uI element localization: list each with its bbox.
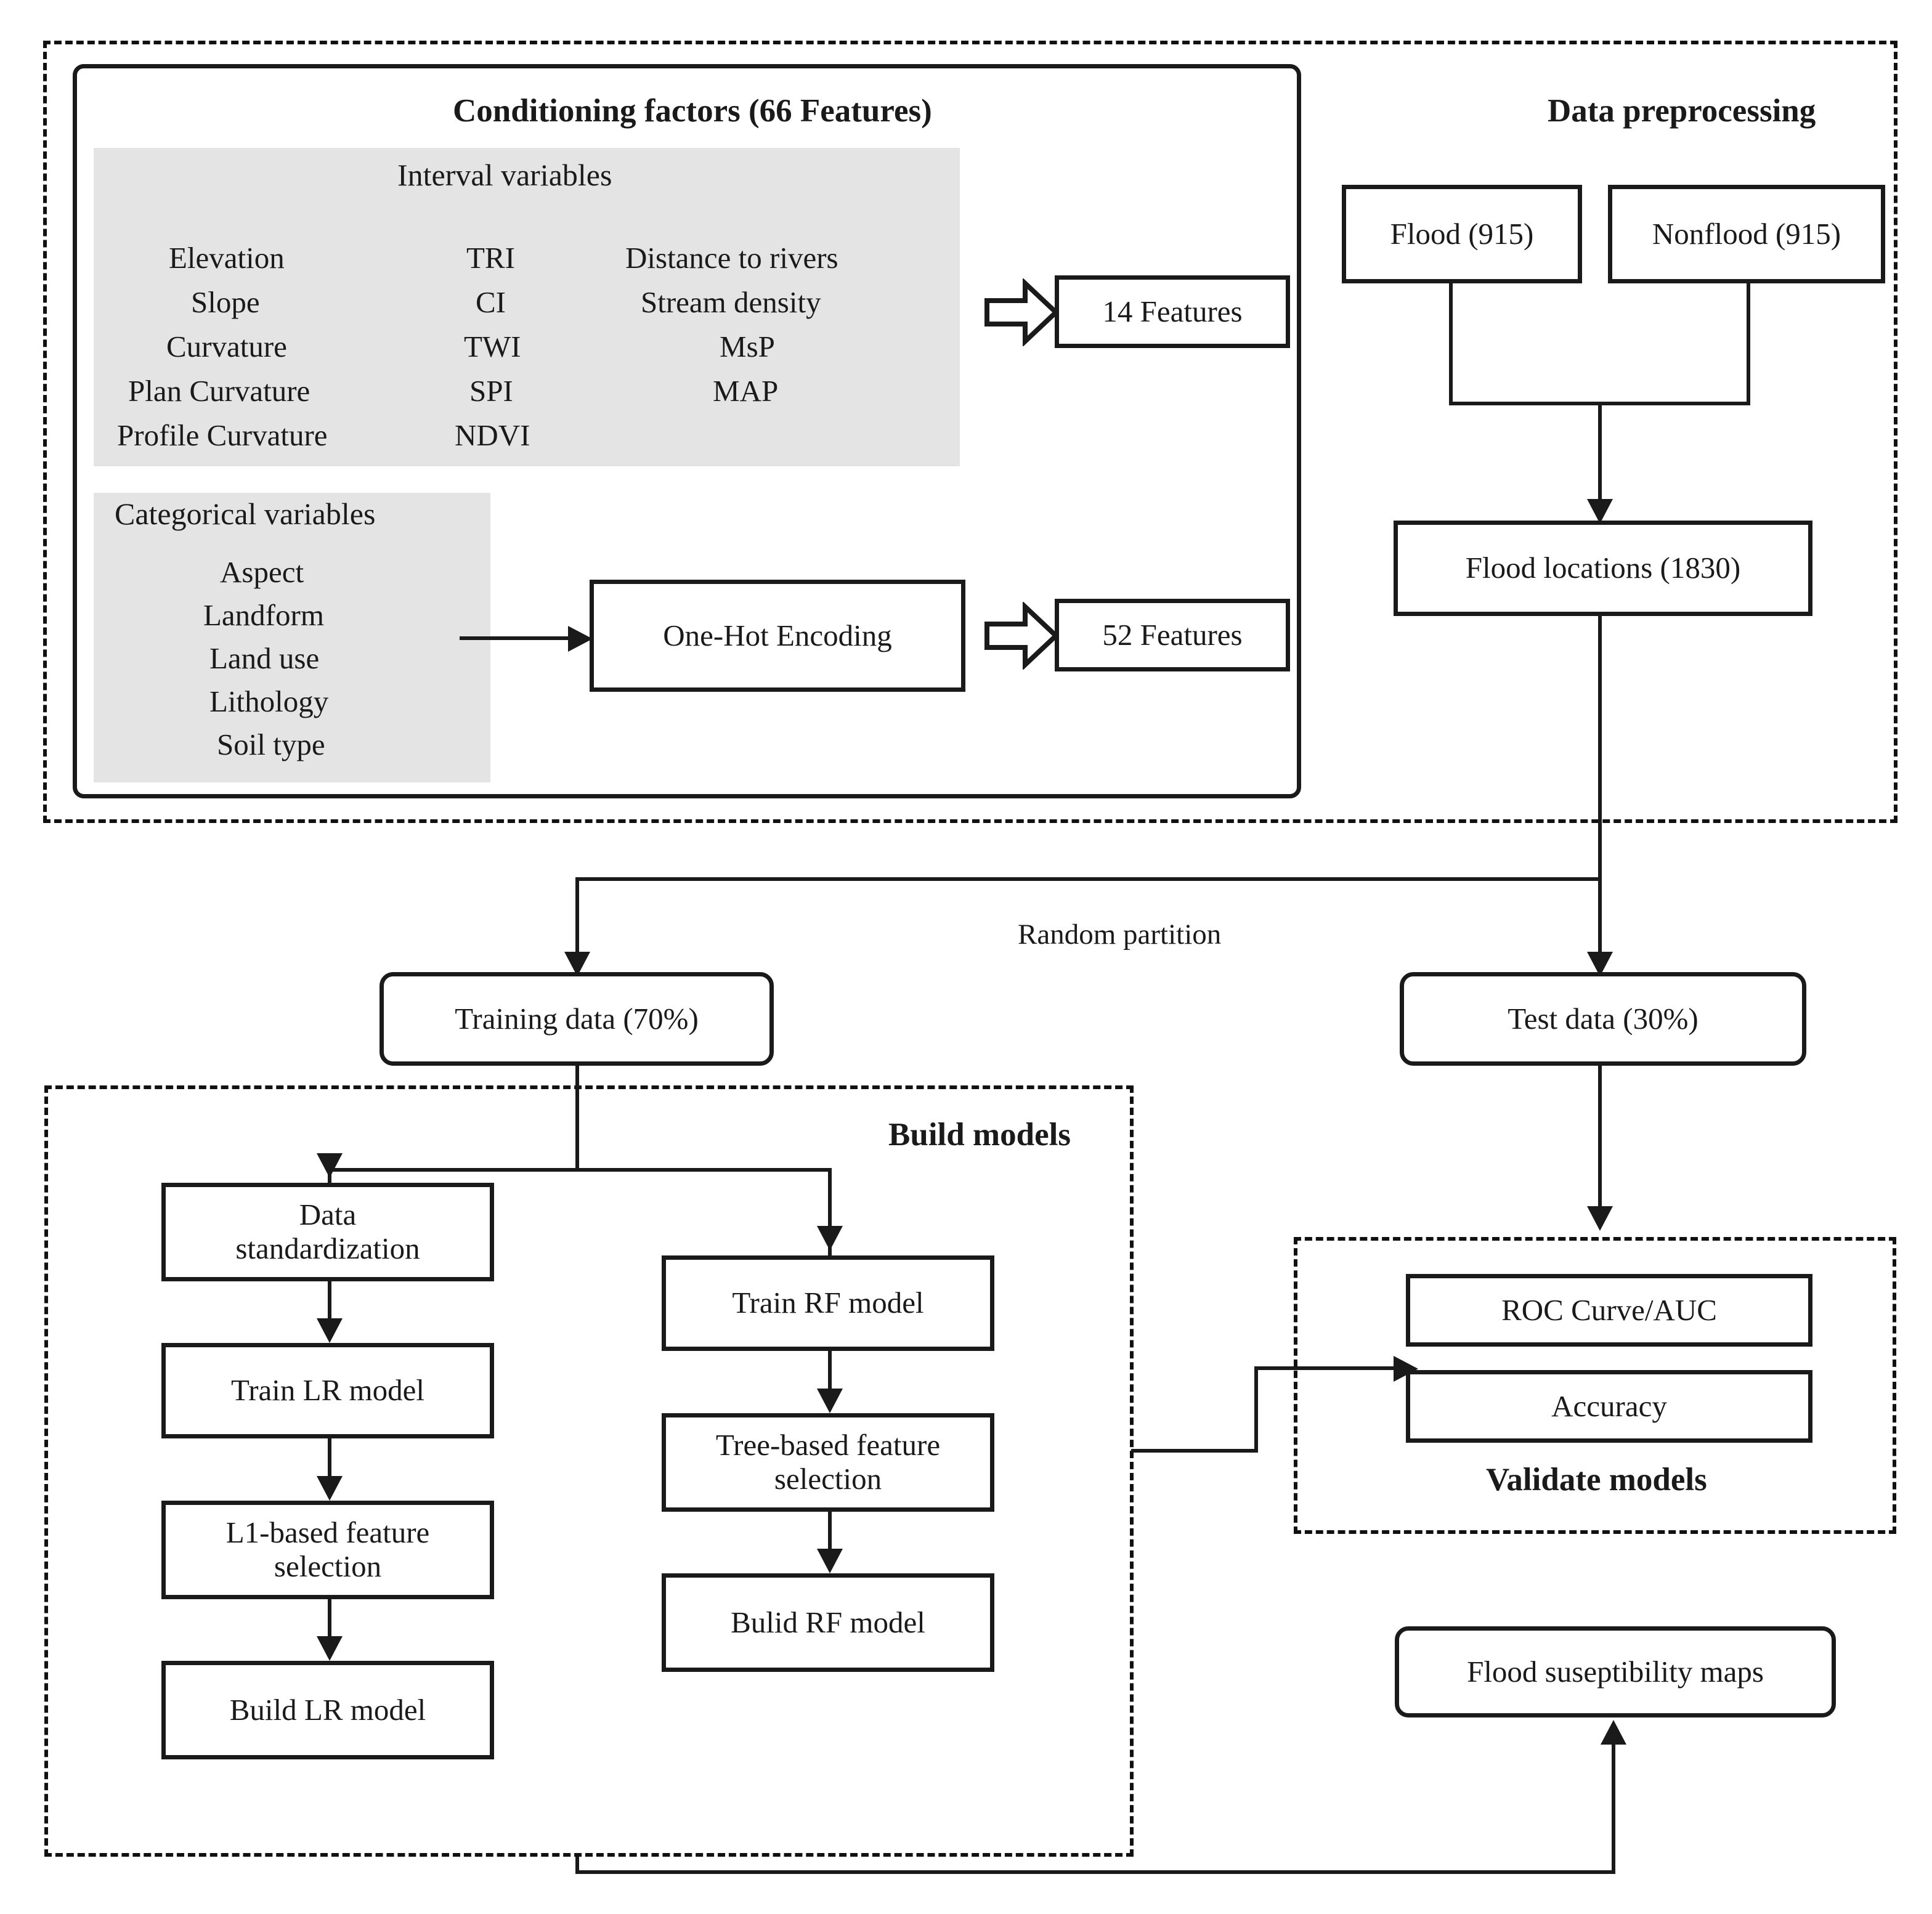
group-build-models-dashed-boundary [44, 1085, 1134, 1857]
arrowhead-to-build-rf [817, 1549, 843, 1573]
interval-item: Slope [191, 285, 260, 319]
node-data-standardization[interactable]: Data standardization [161, 1183, 494, 1281]
interval-item: TWI [464, 330, 521, 363]
edge-categorical-to-onehot [460, 636, 570, 640]
edge-trainrf-to-treeselection [828, 1351, 832, 1406]
node-l1-feature-selection[interactable]: L1-based feature selection [161, 1501, 494, 1599]
validate-models-title: Validate models [1486, 1462, 1707, 1498]
categorical-variables-panel [94, 493, 490, 782]
categorical-item: Soil type [217, 728, 325, 761]
edge-nonflood-down [1747, 283, 1750, 405]
edge-bus-to-training [575, 877, 579, 956]
edge-models-split-bus [328, 1168, 832, 1172]
interval-item: SPI [469, 374, 513, 408]
node-build-rf-model[interactable]: Bulid RF model [662, 1573, 994, 1672]
arrowhead-to-data-standardization [317, 1153, 343, 1178]
interval-item: MAP [713, 374, 779, 408]
node-training-data[interactable]: Training data (70%) [380, 972, 774, 1066]
group-validate-models-dashed-boundary [1294, 1237, 1896, 1534]
group-top-dashed-boundary [43, 41, 1898, 823]
build-models-title: Build models [888, 1117, 1071, 1153]
interval-variables-title: Interval variables [397, 158, 612, 192]
node-nonflood[interactable]: Nonflood (915) [1608, 185, 1885, 283]
arrowhead-categorical-to-onehot [568, 626, 593, 652]
interval-item: NDVI [455, 418, 530, 452]
conditioning-factors-title: Conditioning factors (66 Features) [453, 93, 932, 129]
edge-standardization-to-trainlr [328, 1281, 331, 1337]
node-14-features[interactable]: 14 Features [1055, 275, 1290, 348]
block-arrow-onehot-to-52features [984, 602, 1058, 670]
edge-training-down [575, 1066, 579, 1172]
edge-merge-to-floodlocations [1598, 402, 1602, 503]
arrowhead-to-build-lr [317, 1636, 343, 1661]
node-train-lr-model[interactable]: Train LR model [161, 1343, 494, 1438]
arrowhead-to-flood-susceptibility-maps [1601, 1720, 1626, 1745]
categorical-item: Aspect [220, 555, 304, 589]
node-accuracy[interactable]: Accuracy [1406, 1370, 1812, 1443]
arrowhead-to-tree-feature-selection [817, 1389, 843, 1413]
interval-variables-panel [94, 148, 960, 466]
block-arrow-interval-to-14features [984, 278, 1058, 346]
edge-bus-to-test [1598, 877, 1602, 956]
interval-item: Profile Curvature [117, 418, 328, 452]
edge-label-random-partition: Random partition [1018, 918, 1222, 951]
interval-item: Plan Curvature [128, 374, 310, 408]
node-52-features[interactable]: 52 Features [1055, 599, 1290, 671]
arrowhead-to-flood-locations [1587, 499, 1613, 524]
edge-floodlocations-down [1598, 616, 1602, 879]
node-flood-locations[interactable]: Flood locations (1830) [1394, 521, 1812, 616]
interval-item: TRI [466, 241, 515, 275]
node-test-data[interactable]: Test data (30%) [1400, 972, 1806, 1066]
edge-feedback-left-riser [575, 1857, 579, 1874]
edge-trainlr-to-l1 [328, 1438, 331, 1494]
interval-item: Curvature [166, 330, 287, 363]
edge-random-partition-bus [575, 877, 1602, 881]
node-flood-susceptibility-maps[interactable]: Flood suseptibility maps [1395, 1626, 1836, 1717]
node-train-rf-model[interactable]: Train RF model [662, 1255, 994, 1351]
arrowhead-to-train-lr [317, 1318, 343, 1343]
node-build-lr-model[interactable]: Build LR model [161, 1661, 494, 1759]
arrowhead-to-validate-group [1587, 1206, 1613, 1231]
interval-item: Distance to rivers [625, 241, 838, 275]
arrowhead-to-train-rf [817, 1226, 843, 1251]
edge-feedback-to-maps [1612, 1745, 1615, 1874]
arrowhead-to-l1-feature-selection [317, 1476, 343, 1501]
edge-buildmodels-to-validate-h2 [1254, 1366, 1407, 1370]
edge-treeselection-to-buildrf [828, 1512, 832, 1567]
edge-bus-to-rf-column [828, 1168, 832, 1257]
categorical-item: Land use [209, 641, 320, 675]
edge-buildmodels-to-validate-v [1254, 1366, 1258, 1453]
interval-item: Stream density [641, 285, 821, 319]
categorical-variables-title: Categorical variables [115, 497, 376, 531]
node-tree-feature-selection[interactable]: Tree-based feature selection [662, 1413, 994, 1512]
edge-feedback-horizontal [575, 1870, 1615, 1874]
edge-buildmodels-to-validate-h1 [1131, 1449, 1258, 1453]
interval-item: MsP [720, 330, 775, 363]
edge-flood-down [1449, 283, 1453, 405]
categorical-item: Landform [203, 598, 324, 632]
categorical-item: Lithology [209, 684, 329, 718]
node-one-hot-encoding[interactable]: One-Hot Encoding [590, 580, 965, 692]
data-preprocessing-title: Data preprocessing [1548, 93, 1816, 129]
edge-testdata-to-validate [1598, 1066, 1602, 1214]
interval-item: Elevation [169, 241, 285, 275]
node-roc-curve-auc[interactable]: ROC Curve/AUC [1406, 1274, 1812, 1347]
edge-l1-to-buildlr [328, 1599, 331, 1655]
interval-item: CI [476, 285, 506, 319]
node-flood[interactable]: Flood (915) [1342, 185, 1582, 283]
